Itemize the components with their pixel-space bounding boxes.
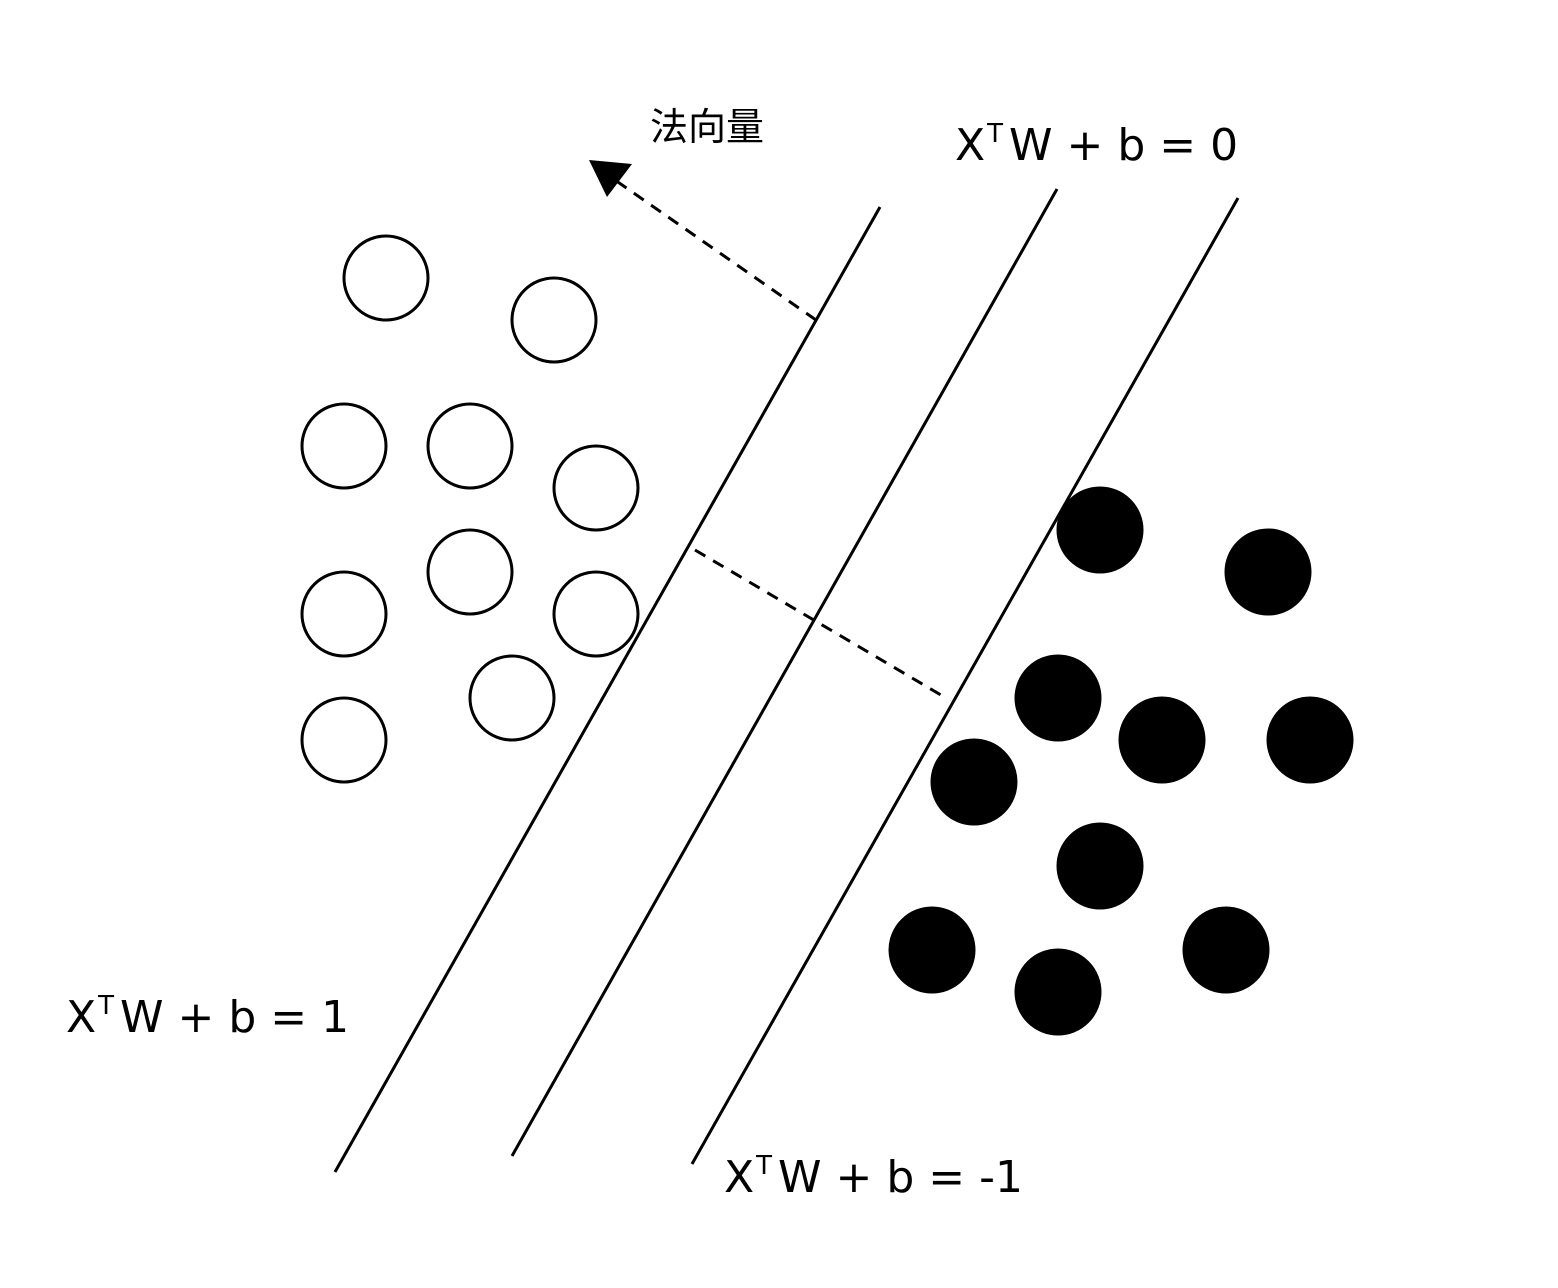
solid-point <box>930 738 1018 826</box>
decision-boundary-label-x: X <box>955 120 986 171</box>
hollow-point <box>426 528 514 616</box>
hollow-point <box>300 402 388 490</box>
solid-point <box>1182 906 1270 994</box>
hollow-point <box>342 234 430 322</box>
normal-vector-line <box>614 178 817 322</box>
normal-vector-arrowhead-icon <box>589 160 632 197</box>
negative-margin-label-rest: W + b = -1 <box>778 1152 1024 1203</box>
positive-margin-label-sup: T <box>98 991 115 1021</box>
decision-boundary-label-sup: T <box>987 119 1004 149</box>
margin-width-line <box>694 548 947 700</box>
margin-line-positive <box>333 206 882 1173</box>
normal-vector-label: 法向量 <box>650 105 765 149</box>
solid-class-points <box>888 486 1354 1036</box>
hollow-point <box>300 570 388 658</box>
solid-point <box>1118 696 1206 784</box>
hollow-point <box>468 654 556 742</box>
negative-margin-label-sup: T <box>756 1151 773 1181</box>
solid-point <box>1014 654 1102 742</box>
hollow-point <box>552 444 640 532</box>
hollow-point <box>510 276 598 364</box>
negative-margin-label-x: X <box>724 1152 755 1203</box>
decision-boundary-label-rest: W + b = 0 <box>1009 120 1239 171</box>
solid-point <box>1224 528 1312 616</box>
positive-margin-label-x: X <box>66 992 97 1043</box>
solid-point <box>888 906 976 994</box>
solid-point <box>1014 948 1102 1036</box>
hollow-point <box>426 402 514 490</box>
margin-line-negative <box>690 197 1240 1165</box>
solid-point <box>1266 696 1354 784</box>
hollow-point <box>300 696 388 784</box>
hollow-point <box>552 570 640 658</box>
hollow-class-points <box>300 234 640 784</box>
decision-boundary-line <box>510 188 1059 1157</box>
positive-margin-label-rest: W + b = 1 <box>120 992 350 1043</box>
solid-point <box>1056 486 1144 574</box>
solid-point <box>1056 822 1144 910</box>
